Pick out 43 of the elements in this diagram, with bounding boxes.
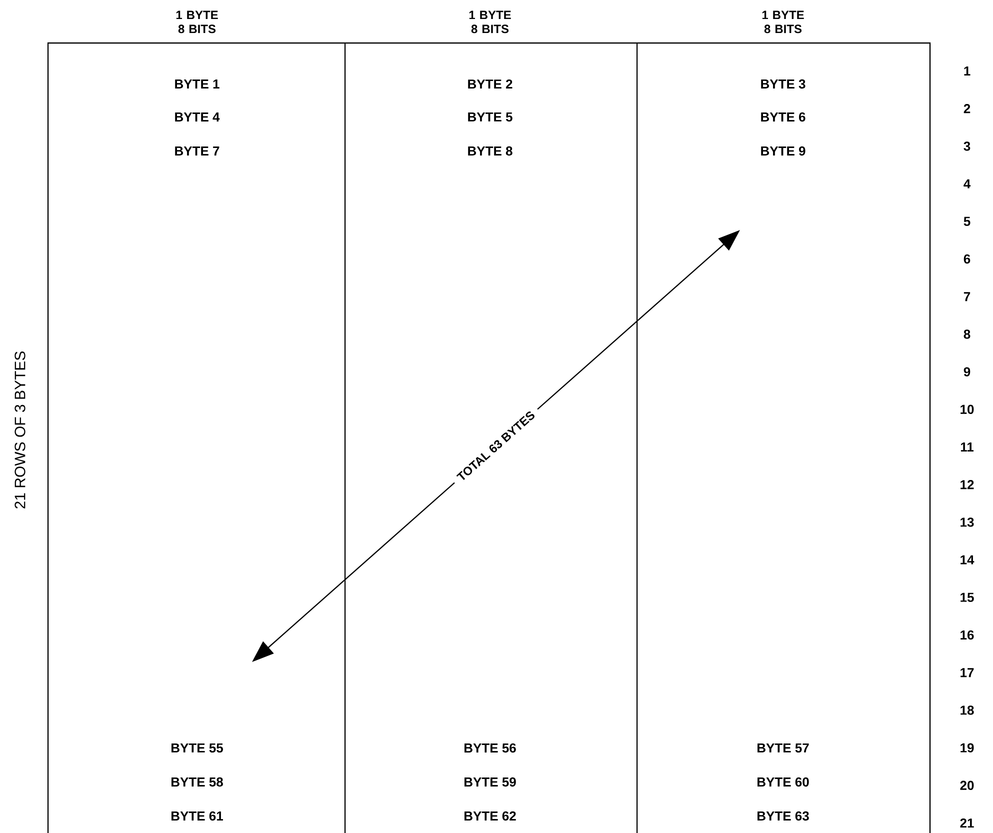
- byte-label: BYTE 60: [758, 777, 809, 787]
- row-number: 21: [960, 818, 974, 828]
- byte-label: BYTE 57: [758, 743, 809, 753]
- row-number: 15: [960, 592, 974, 602]
- column-header: 1 BYTE 8 BITS: [469, 10, 511, 34]
- byte-label: BYTE 62: [464, 811, 516, 821]
- row-number: 10: [960, 404, 974, 414]
- row-number: 14: [960, 555, 974, 564]
- row-number: 7: [964, 292, 970, 302]
- byte-label: BYTE 56: [464, 743, 516, 753]
- byte-label: BYTE 6: [761, 112, 806, 122]
- row-number: 6: [964, 254, 970, 264]
- byte-label: BYTE 1: [175, 80, 220, 88]
- row-number: 13: [960, 518, 974, 527]
- byte-label: BYTE 3: [761, 79, 806, 89]
- row-number: 19: [960, 743, 974, 752]
- row-number: 2: [964, 104, 970, 114]
- row-number: 12: [960, 480, 974, 490]
- byte-label: BYTE 5: [468, 112, 512, 122]
- byte-label: BYTE 58: [172, 777, 223, 787]
- byte-label: BYTE 8: [468, 146, 512, 156]
- byte-label: BYTE 63: [758, 811, 809, 821]
- column-header: 1 BYTE 8 BITS: [176, 10, 218, 34]
- byte-label: BYTE 2: [468, 79, 512, 89]
- row-number: 5: [964, 216, 970, 226]
- byte-label: BYTE 59: [464, 777, 516, 787]
- row-number: 11: [960, 442, 974, 452]
- row-number: 17: [960, 668, 974, 678]
- byte-label: BYTE 9: [761, 146, 806, 156]
- row-number: 4: [964, 179, 971, 188]
- row-number: 3: [964, 142, 970, 151]
- row-number: 20: [960, 780, 974, 790]
- row-number: 16: [960, 630, 974, 640]
- byte-label: BYTE 61: [172, 811, 223, 821]
- column-header: 1 BYTE 8 BITS: [762, 10, 804, 34]
- byte-label: BYTE 55: [172, 743, 223, 753]
- row-number: 18: [960, 706, 974, 715]
- byte-label: BYTE 4: [175, 112, 220, 122]
- row-number: 8: [964, 330, 970, 339]
- byte-label: BYTE 7: [175, 146, 220, 156]
- axis-label: 21 ROWS OF 3 BYTES: [14, 352, 26, 508]
- row-number: 9: [964, 367, 970, 376]
- row-number: 1: [964, 66, 970, 76]
